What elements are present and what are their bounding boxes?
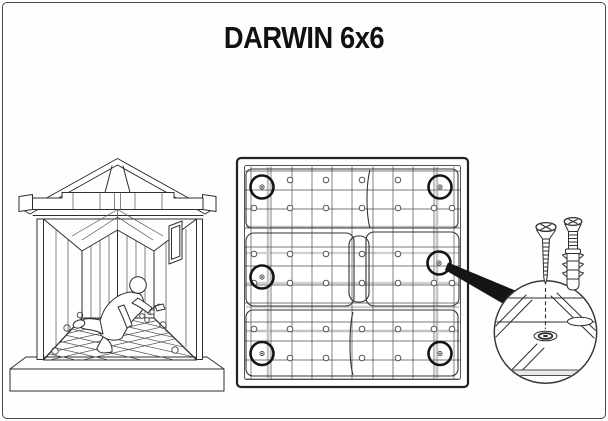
anchor-circle bbox=[427, 174, 453, 200]
pilot-hole bbox=[533, 330, 558, 342]
shed-window bbox=[168, 220, 183, 265]
anchor-circle bbox=[249, 340, 275, 367]
long-screw bbox=[535, 221, 557, 285]
anchor-circle bbox=[249, 264, 275, 290]
phillips-cross-icon bbox=[568, 219, 578, 224]
phillips-cross-icon bbox=[540, 224, 552, 230]
base-slab bbox=[9, 356, 225, 392]
plug-collar bbox=[565, 248, 581, 254]
expansion-plug bbox=[566, 253, 580, 291]
screw-with-plug bbox=[562, 216, 584, 291]
detail-floor-surface bbox=[495, 292, 596, 383]
magnifier-arrow bbox=[445, 262, 520, 310]
shed-roof bbox=[18, 158, 217, 220]
anchor-circles bbox=[249, 174, 453, 367]
fastener-detail-callout bbox=[493, 216, 598, 384]
page-title: DARWIN 6x6 bbox=[223, 20, 385, 55]
shed-illustration bbox=[9, 158, 225, 392]
anchor-circle bbox=[427, 340, 453, 367]
loose-screws bbox=[139, 303, 166, 323]
floor-panel-top-view bbox=[235, 156, 470, 389]
anchor-circle bbox=[249, 174, 275, 200]
pilot-holes bbox=[250, 176, 456, 362]
shed-front-posts bbox=[36, 218, 203, 360]
anchor-circle bbox=[426, 250, 452, 276]
kneeling-person bbox=[72, 276, 160, 354]
